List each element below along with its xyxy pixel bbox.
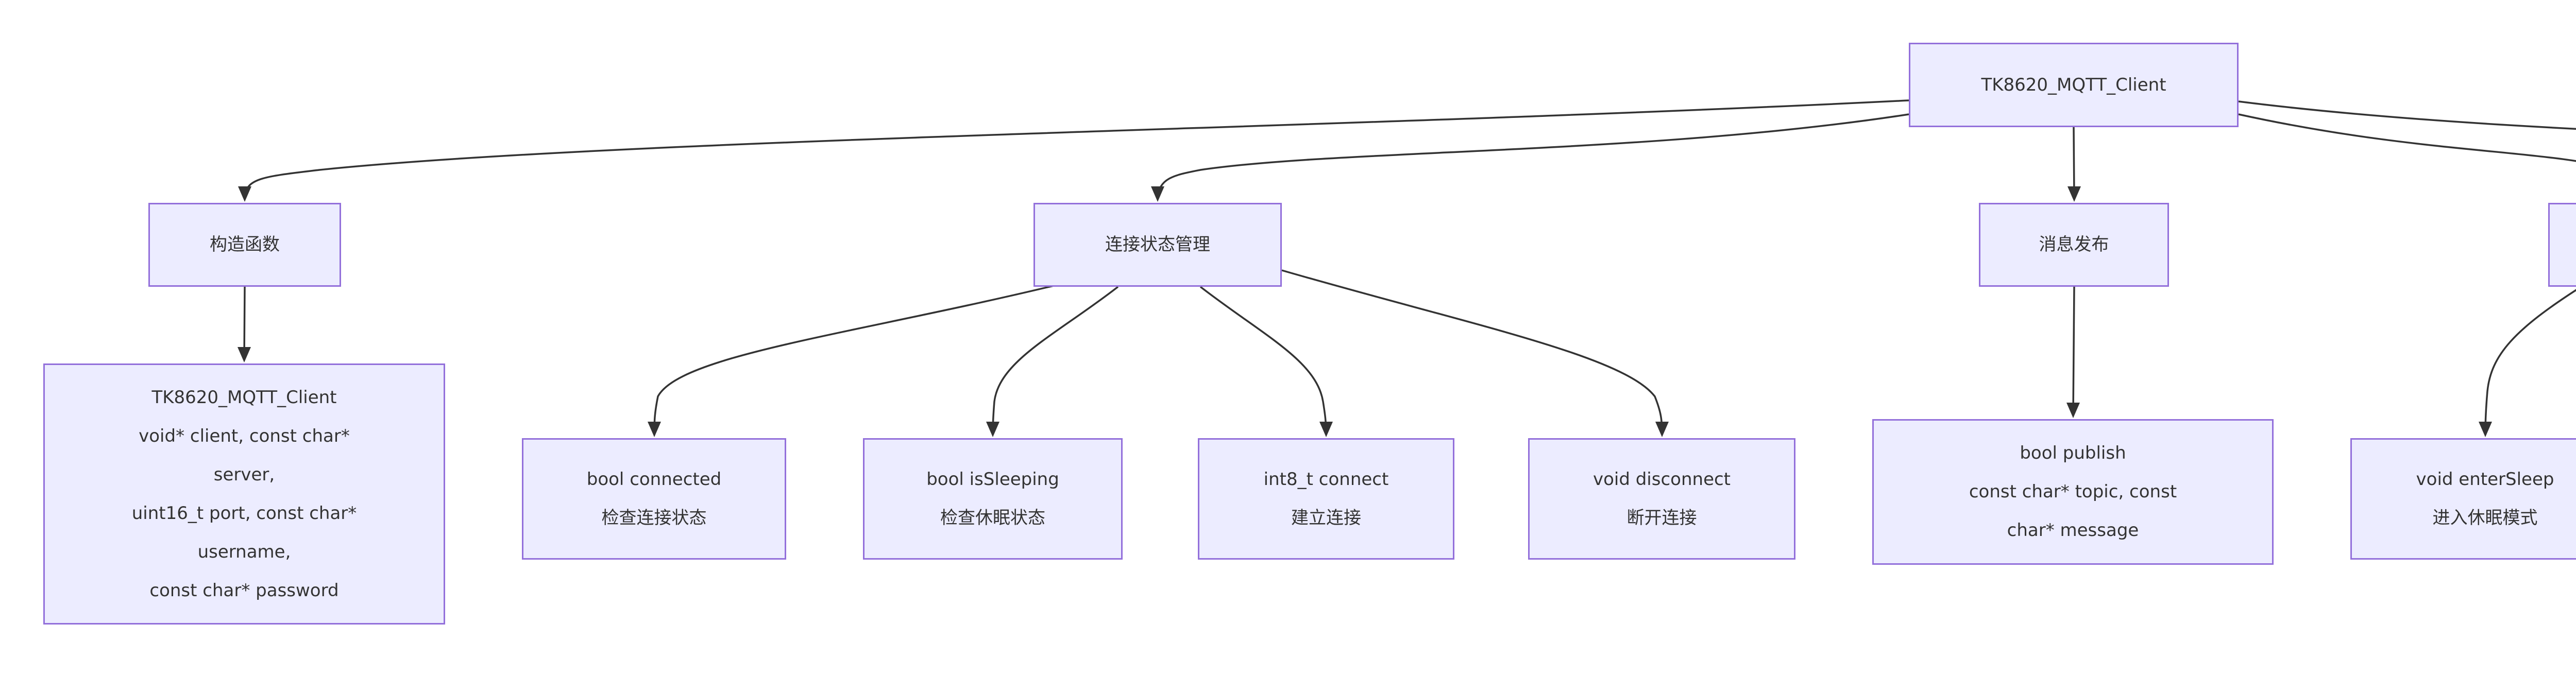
- edge-connection-state-to-is-sleeping: [992, 286, 1119, 435]
- edge-arrowhead: [238, 186, 251, 202]
- edge-connection-state-to-disconnect: [1281, 269, 1663, 435]
- edge-arrowhead: [1151, 186, 1164, 202]
- edge-arrowhead: [238, 347, 251, 362]
- edge-arrowhead: [648, 422, 661, 437]
- node-root: TK8620_MQTT_Client: [1909, 43, 2239, 127]
- edge-connection-state-to-connected: [653, 285, 1054, 435]
- node-branch-power-management: 电源管理: [2548, 203, 2576, 287]
- edge-arrowhead: [2066, 403, 2080, 418]
- node-leaf-publish: bool publish const char* topic, const ch…: [1872, 419, 2274, 565]
- node-leaf-enter-sleep: void enterSleep 进入休眠模式: [2350, 438, 2576, 560]
- node-branch-constructor: 构造函数: [148, 203, 341, 287]
- edge-root-to-constructor: [244, 99, 1909, 196]
- node-branch-message-publish: 消息发布: [1979, 203, 2169, 287]
- node-branch-connection-state: 连接状态管理: [1033, 203, 1282, 287]
- node-leaf-connect: int8_t connect 建立连接: [1198, 438, 1454, 560]
- node-leaf-connected: bool connected 检查连接状态: [522, 438, 786, 560]
- edge-arrowhead: [2067, 186, 2081, 202]
- node-leaf-constructor-signature: TK8620_MQTT_Client void* client, const c…: [43, 363, 445, 625]
- edge-message-publish-to-publish: [2072, 286, 2075, 415]
- edge-arrowhead: [986, 422, 999, 437]
- edge-arrowhead: [1319, 422, 1333, 437]
- edge-root-to-connection-state: [1157, 113, 1909, 199]
- node-leaf-disconnect: void disconnect 断开连接: [1528, 438, 1795, 560]
- edge-root-to-power-management: [2238, 113, 2576, 162]
- edge-connection-state-to-connect: [1199, 286, 1327, 435]
- edge-arrowhead: [1655, 422, 1669, 437]
- edge-root-to-error-handling: [2238, 100, 2576, 130]
- edge-arrowhead: [2479, 422, 2492, 437]
- edge-power-management-to-enter-sleep: [2484, 289, 2576, 435]
- node-leaf-is-sleeping: bool isSleeping 检查休眠状态: [863, 438, 1123, 560]
